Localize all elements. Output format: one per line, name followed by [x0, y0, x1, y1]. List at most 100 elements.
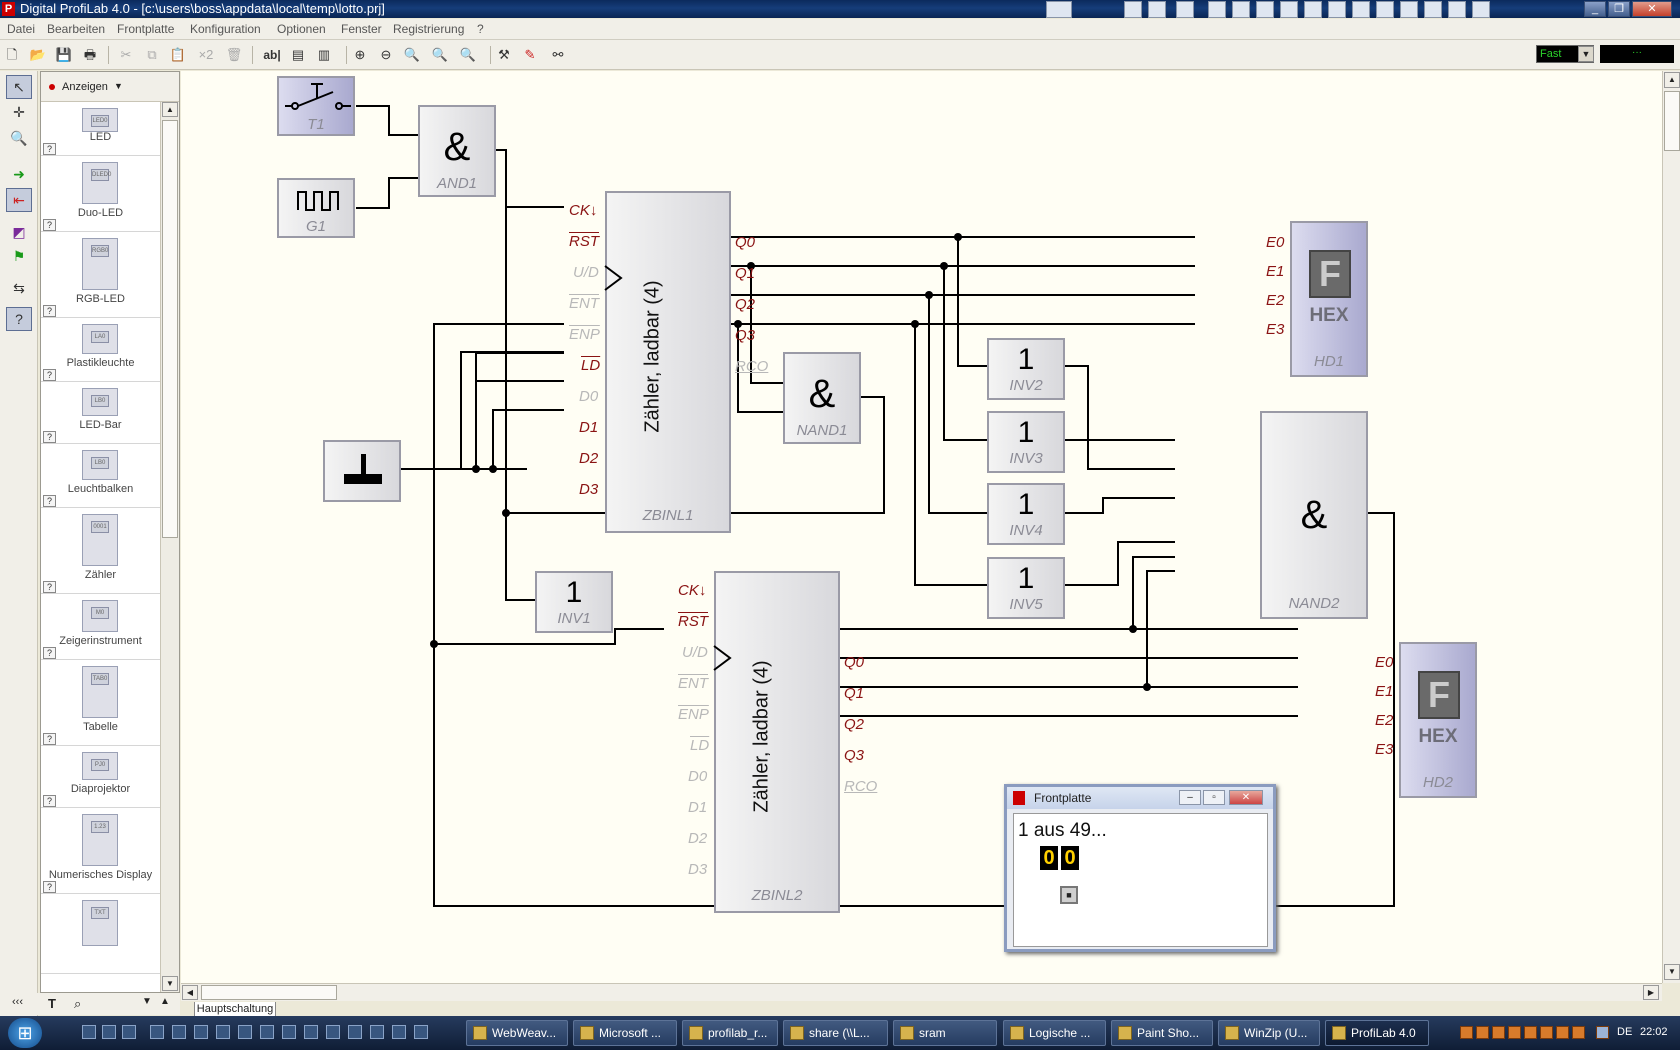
quicklaunch-icon[interactable]	[326, 1025, 340, 1039]
clock[interactable]: 22:02	[1640, 1026, 1668, 1038]
nand-gate-nand2[interactable]: & NAND2	[1260, 411, 1368, 619]
taskbar-button[interactable]: WinZip (U...	[1218, 1020, 1320, 1046]
help-icon[interactable]: ?	[43, 143, 56, 155]
app-tray-icon[interactable]	[1124, 1, 1142, 18]
inverter-inv3[interactable]: 1 INV3	[987, 411, 1065, 473]
quicklaunch-icon[interactable]	[238, 1025, 252, 1039]
ground-constant[interactable]	[323, 440, 401, 502]
app-tray-icon[interactable]	[1376, 1, 1394, 18]
zoom-page-icon[interactable]: 🔍	[431, 47, 449, 62]
app-tray-icon[interactable]	[1176, 1, 1194, 18]
help-icon[interactable]: ?	[43, 647, 56, 659]
zoom-in-icon[interactable]: ⊕	[354, 47, 366, 62]
save-icon[interactable]: 💾	[55, 47, 73, 62]
taskbar-button[interactable]: Logische ...	[1003, 1020, 1106, 1046]
quicklaunch-icon[interactable]	[194, 1025, 208, 1039]
restore-button[interactable]: ❐	[1608, 1, 1630, 17]
network-icon[interactable]	[1596, 1026, 1609, 1039]
menu-frontplatte[interactable]: Frontplatte	[117, 22, 175, 36]
scroll-thumb[interactable]	[162, 120, 178, 538]
scroll-thumb[interactable]	[201, 985, 337, 1000]
run-arrow-icon[interactable]: ➜	[13, 166, 25, 182]
scroll-left-icon[interactable]: ◀	[182, 985, 198, 1000]
quicklaunch-icon[interactable]	[348, 1025, 362, 1039]
circuit-canvas[interactable]: T1 G1 & AND1 Zähler, ladbar (4) ZBINL1 C…	[181, 71, 1662, 983]
palette-header[interactable]: Anzeigen ▼	[41, 72, 179, 102]
palette-scrollbar[interactable]: ▲ ▼	[160, 102, 179, 992]
frontplatte-titlebar[interactable]: Frontplatte – ▫ ✕	[1007, 787, 1273, 809]
app-tray-icon[interactable]	[1400, 1, 1418, 18]
quicklaunch-icon[interactable]	[150, 1025, 164, 1039]
chevron-down-icon[interactable]: ▼	[1578, 46, 1594, 62]
minimize-button[interactable]: –	[1179, 790, 1201, 805]
nand-gate-nand1[interactable]: & NAND1	[783, 352, 861, 444]
flag-icon[interactable]: ⚑	[12, 248, 26, 264]
menu-bearbeiten[interactable]: Bearbeiten	[47, 22, 106, 36]
chevron-down-icon[interactable]: ▼	[114, 81, 123, 91]
menu-konfiguration[interactable]: Konfiguration	[190, 22, 261, 36]
tray-icon[interactable]	[1460, 1026, 1473, 1039]
app-tray-icon[interactable]	[1424, 1, 1442, 18]
tray-icon[interactable]	[1524, 1026, 1537, 1039]
taskbar-button[interactable]: ProfiLab 4.0	[1325, 1020, 1429, 1046]
move-up-icon[interactable]: ▲	[160, 996, 170, 1007]
menu-optionen[interactable]: Optionen	[277, 22, 326, 36]
help-icon[interactable]: ?	[43, 881, 56, 893]
menu-fenster[interactable]: Fenster	[341, 22, 382, 36]
app-tray-icon[interactable]	[1148, 1, 1166, 18]
scroll-up-icon[interactable]: ▲	[162, 102, 178, 117]
tray-icon[interactable]	[1540, 1026, 1553, 1039]
multiply-icon[interactable]: ×2	[198, 47, 214, 62]
cut-icon[interactable]: ✂	[120, 47, 132, 62]
help-icon[interactable]: ?	[43, 795, 56, 807]
inverter-inv5[interactable]: 1 INV5	[987, 557, 1065, 619]
tray-icon[interactable]	[1492, 1026, 1505, 1039]
panel-icon[interactable]: ▤	[291, 47, 305, 62]
quicklaunch-icon[interactable]	[260, 1025, 274, 1039]
quicklaunch-icon[interactable]	[82, 1025, 96, 1039]
probe-icon[interactable]: ✎	[524, 47, 536, 62]
tray-icon[interactable]	[1572, 1026, 1585, 1039]
quicklaunch-icon[interactable]	[216, 1025, 230, 1039]
signal-icon[interactable]: ◩	[12, 224, 26, 240]
tools-icon[interactable]: ⚒	[498, 47, 510, 62]
app-tray-icon[interactable]	[1328, 1, 1346, 18]
help-icon[interactable]: ?	[43, 733, 56, 745]
canvas-horizontal-scrollbar[interactable]: ◀ ▶	[181, 983, 1662, 1001]
quicklaunch-icon[interactable]	[122, 1025, 136, 1039]
pointer-icon[interactable]: ↖	[6, 75, 32, 99]
quicklaunch-icon[interactable]	[370, 1025, 384, 1039]
clock-generator-g1[interactable]: G1	[277, 178, 355, 238]
canvas-vertical-scrollbar[interactable]: ▲ ▼	[1662, 71, 1680, 983]
hex-display-hd2[interactable]: F HEX HD2	[1399, 642, 1477, 798]
scroll-up-icon[interactable]: ▲	[1664, 72, 1680, 88]
wire-icon[interactable]: ⚯	[552, 47, 564, 62]
text-icon[interactable]: ab|	[263, 48, 281, 62]
taskbar-button[interactable]: sram	[893, 1020, 997, 1046]
start-button[interactable]: ⊞	[8, 1018, 42, 1048]
help-icon[interactable]: ?	[43, 369, 56, 381]
delete-icon[interactable]: 🗑	[225, 47, 243, 62]
help-icon[interactable]: ?	[43, 219, 56, 231]
move-down-icon[interactable]: ▼	[142, 996, 152, 1007]
print-icon[interactable]: 🖶	[83, 47, 97, 62]
node-icon[interactable]: ✛	[13, 104, 25, 120]
paste-icon[interactable]: 📋	[169, 47, 187, 62]
zoom-fit-icon[interactable]: 🔍	[403, 47, 421, 62]
close-button[interactable]: ✕	[1229, 790, 1263, 805]
word-icon[interactable]	[1208, 1, 1226, 18]
binoculars-icon[interactable]: ⌕	[74, 996, 82, 1011]
quicklaunch-icon[interactable]	[304, 1025, 318, 1039]
app-tray-icon[interactable]	[1472, 1, 1490, 18]
scroll-down-icon[interactable]: ▼	[1664, 964, 1680, 980]
